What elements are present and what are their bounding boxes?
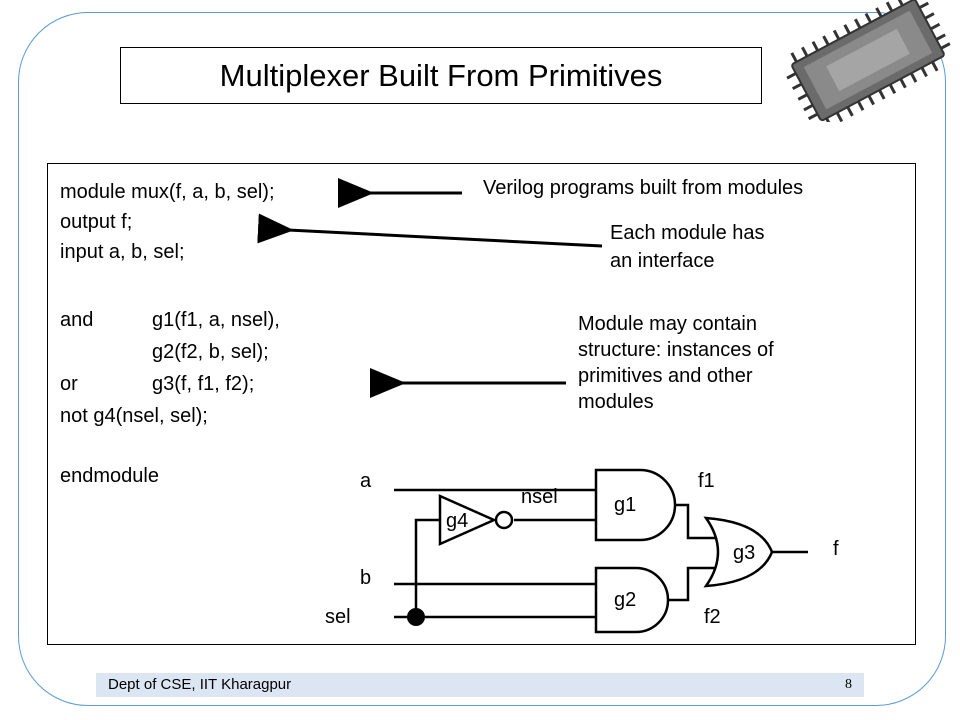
code-line-output: output f; [60,211,133,233]
note-structure-line1: Module may contain [578,313,757,335]
content-box [47,163,916,645]
slide-frame [18,12,946,706]
label-f1: f1 [698,470,715,492]
note-interface-line2: an interface [610,250,715,272]
code-line-input: input a, b, sel; [60,241,185,263]
label-sel: sel [325,606,351,628]
code-gate-g3: g3(f, f1, f2); [152,373,255,395]
code-gate-g1: g1(f1, a, nsel), [152,309,280,331]
slide-title: Multiplexer Built From Primitives [219,57,663,93]
ic-chip-image [786,0,951,122]
label-a: a [360,470,372,492]
note-modules: Verilog programs built from modules [483,177,804,199]
label-g4: g4 [446,510,469,532]
note-structure-line3: primitives and other [578,365,753,387]
label-f: f [833,538,839,560]
code-gate-g2: g2(f2, b, sel); [152,341,269,363]
footer-department: Dept of CSE, IIT Kharagpur [108,676,292,693]
note-structure-line4: modules [578,391,654,413]
label-g3: g3 [733,542,756,564]
label-b: b [360,567,372,589]
footer-bar [96,673,864,697]
label-g2: g2 [614,589,637,611]
code-line-not: not g4(nsel, sel); [60,405,208,427]
note-interface-line1: Each module has [610,222,765,244]
code-keyword-or: or [60,373,78,395]
page-number: 8 [845,677,852,692]
code-keyword-and: and [60,309,94,331]
label-g1: g1 [614,494,637,516]
label-nsel: nsel [521,486,558,508]
code-line-module: module mux(f, a, b, sel); [60,181,275,203]
slide-title-box: Multiplexer Built From Primitives [120,47,762,104]
label-f2: f2 [704,606,721,628]
note-structure-line2: structure: instances of [578,339,774,361]
code-line-endmodule: endmodule [60,465,159,487]
